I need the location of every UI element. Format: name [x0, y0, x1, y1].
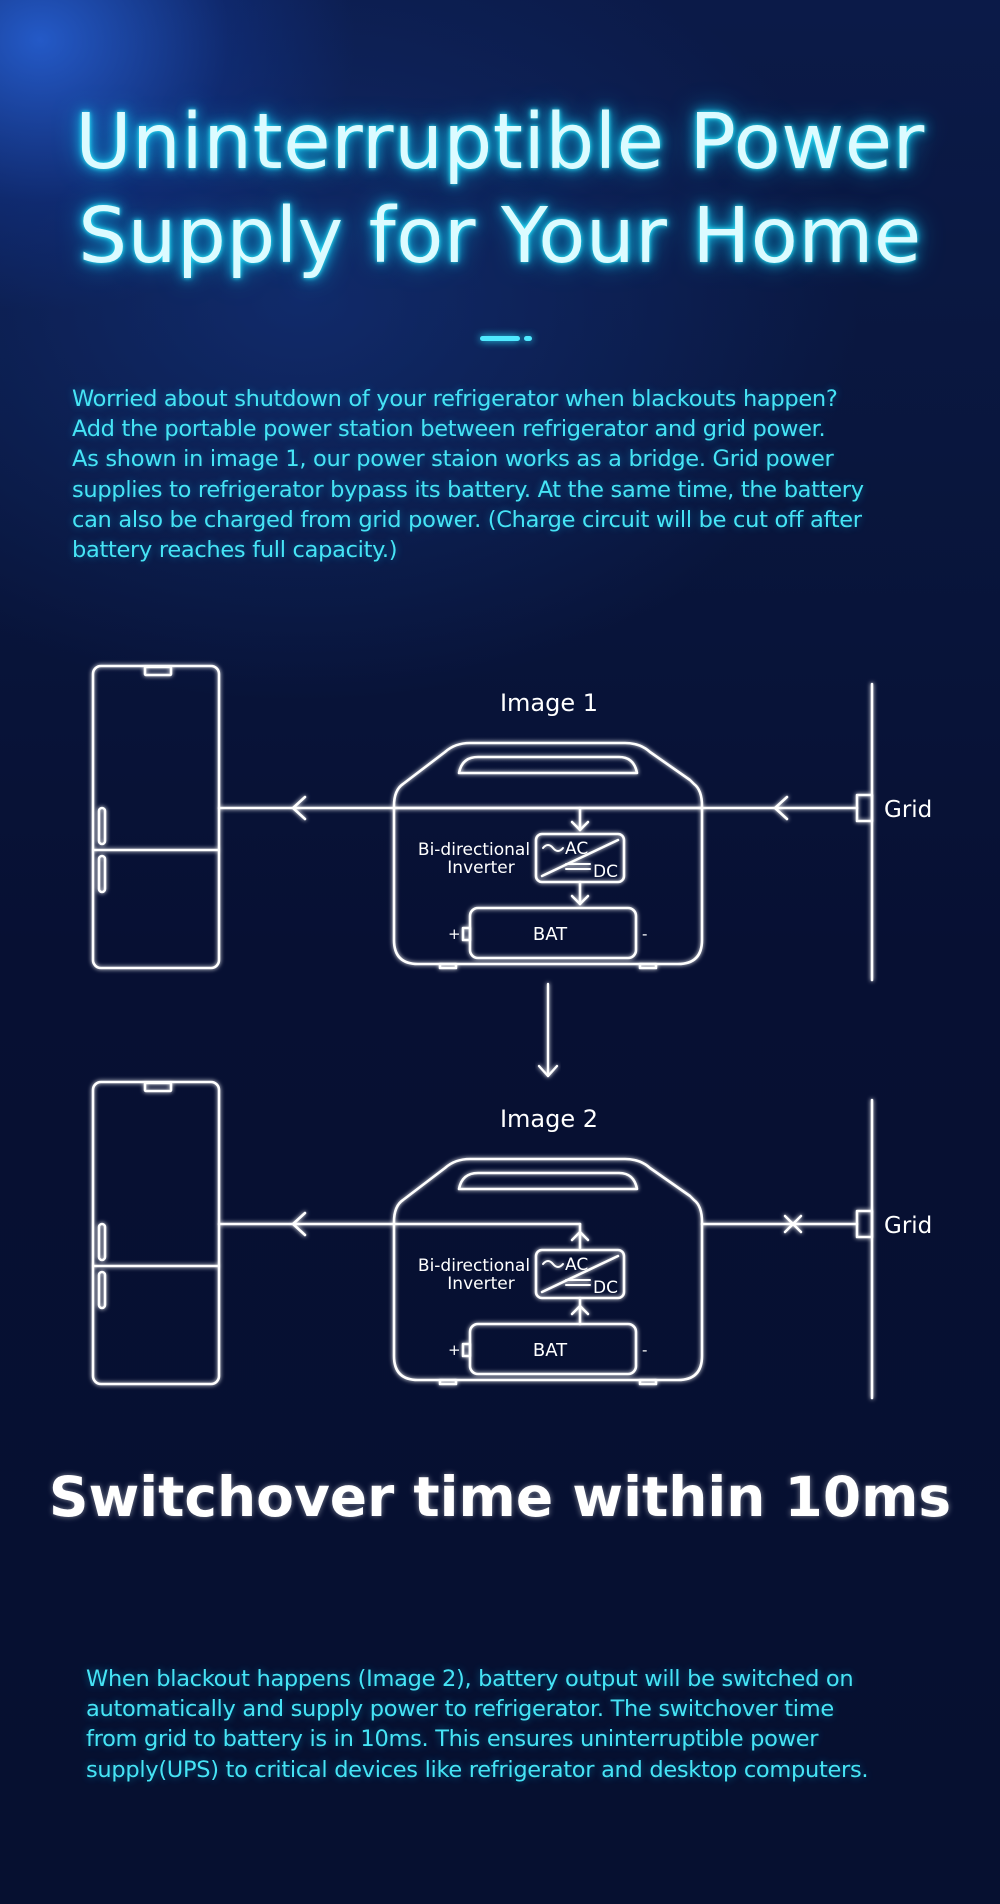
inverter-2-label: Inverter [447, 1274, 514, 1294]
title-line-1: Uninterruptible Power [75, 98, 925, 187]
dc-2-label: DC [593, 1278, 618, 1298]
title-divider [480, 336, 520, 341]
outro-line: automatically and supply power to refrig… [86, 1696, 834, 1723]
intro-line: can also be charged from grid power. (Ch… [72, 506, 862, 533]
battery-1-label: BAT [533, 924, 568, 945]
image-1-group [91, 664, 874, 982]
grid-2-label: Grid [884, 1213, 932, 1239]
outro-line: supply(UPS) to critical devices like ref… [86, 1756, 869, 1783]
arrow-left-icon [291, 795, 307, 821]
arrow-left-icon [291, 1211, 307, 1237]
arrow-left-icon [773, 795, 789, 821]
grid-1-label: Grid [884, 797, 932, 823]
dc-1-label: DC [593, 862, 618, 882]
intro-paragraph: Worried about shutdown of your refrigera… [72, 384, 972, 565]
intro-line: Add the portable power station between r… [72, 416, 826, 443]
image-2-caption: Image 2 [500, 1105, 598, 1133]
ac-1-label: AC [565, 839, 588, 859]
transition-arrow-icon [537, 982, 559, 1078]
battery-1-plus: + [448, 925, 461, 943]
battery-2-label: BAT [533, 1340, 568, 1361]
cut-x-icon [783, 1214, 803, 1234]
inverter-2-label: Bi-directional [418, 1256, 530, 1276]
power-station-1-icon [392, 741, 704, 970]
ac-2-label: AC [565, 1255, 588, 1275]
image-1-caption: Image 1 [500, 689, 598, 717]
outro-paragraph: When blackout happens (Image 2), battery… [86, 1664, 986, 1785]
ups-diagram: Image 1 Grid Bi-directional Inverter AC … [91, 664, 932, 1400]
intro-line: As shown in image 1, our power staion wo… [72, 446, 834, 473]
battery-2-minus: - [642, 1341, 647, 1359]
battery-1-minus: - [642, 925, 647, 943]
switchover-headline: Switchover time within 10ms [48, 1465, 952, 1529]
grid-1-terminal [855, 793, 874, 823]
arrow-down-icon [570, 820, 590, 832]
refrigerator-2-icon [91, 1080, 221, 1386]
arrow-up-icon [570, 1230, 590, 1242]
inverter-1-label: Bi-directional [418, 840, 530, 860]
title-divider-dot [524, 336, 532, 341]
outro-line: from grid to battery is in 10ms. This en… [86, 1726, 819, 1753]
inverter-1-label: Inverter [447, 858, 514, 878]
intro-line: battery reaches full capacity.) [72, 537, 398, 564]
grid-2-terminal [855, 1209, 874, 1239]
intro-line: Worried about shutdown of your refrigera… [72, 386, 838, 412]
intro-line: supplies to refrigerator bypass its batt… [72, 476, 864, 503]
power-station-2-icon [392, 1157, 704, 1386]
image-2-group [91, 1080, 874, 1400]
page-title: Uninterruptible Power Supply for Your Ho… [0, 96, 1000, 284]
battery-2-plus: + [448, 1341, 461, 1359]
arrow-up-icon [570, 1304, 590, 1316]
outro-line: When blackout happens (Image 2), battery… [86, 1666, 854, 1692]
title-line-2: Supply for Your Home [78, 192, 922, 281]
refrigerator-1-icon [91, 664, 221, 970]
arrow-down-icon [570, 894, 590, 906]
